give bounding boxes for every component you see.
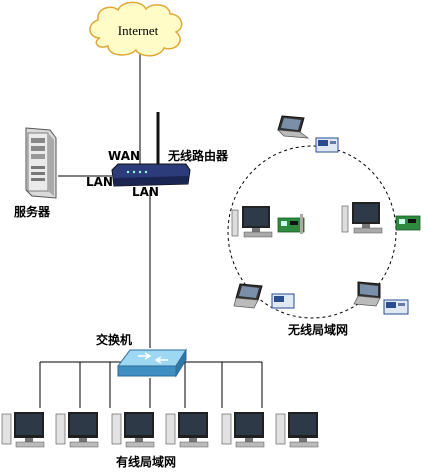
router-label: 无线路由器 bbox=[167, 148, 229, 163]
desktop-computer-icon bbox=[221, 412, 265, 448]
wireless-card-icon bbox=[271, 293, 295, 309]
server-icon bbox=[25, 127, 57, 199]
laptop-icon bbox=[233, 283, 263, 309]
network-card-icon bbox=[277, 214, 305, 234]
lan-left-label: LAN bbox=[86, 175, 113, 189]
wireless-card-icon bbox=[315, 137, 339, 153]
desktop-computer-icon bbox=[165, 412, 209, 448]
wireless-lan-label: 无线局域网 bbox=[287, 322, 348, 337]
laptop-icon bbox=[277, 115, 310, 139]
desktop-computer-icon bbox=[231, 206, 273, 238]
wireless-router-icon bbox=[111, 112, 191, 187]
switch-label: 交换机 bbox=[96, 332, 132, 347]
wired-lan-label: 有线局域网 bbox=[116, 454, 176, 469]
lan-bottom-label: LAN bbox=[132, 185, 159, 199]
laptop-icon bbox=[353, 281, 381, 307]
wan-label: WAN bbox=[108, 149, 140, 163]
wireless-card-icon bbox=[383, 299, 409, 315]
desktop-computer-icon bbox=[275, 412, 319, 448]
desktop-computer-icon bbox=[111, 412, 155, 448]
desktop-computer-icon bbox=[341, 202, 383, 234]
server-label: 服务器 bbox=[14, 204, 51, 219]
internet-cloud: Internet bbox=[89, 1, 183, 57]
desktop-computer-icon bbox=[1, 412, 45, 448]
connection-lines bbox=[39, 50, 263, 408]
internet-label: Internet bbox=[118, 23, 159, 38]
wireless-lan-boundary bbox=[227, 145, 397, 319]
switch-icon bbox=[117, 348, 187, 378]
network-card-icon bbox=[395, 215, 421, 231]
wired-pc-row bbox=[1, 412, 319, 448]
desktop-computer-icon bbox=[55, 412, 99, 448]
